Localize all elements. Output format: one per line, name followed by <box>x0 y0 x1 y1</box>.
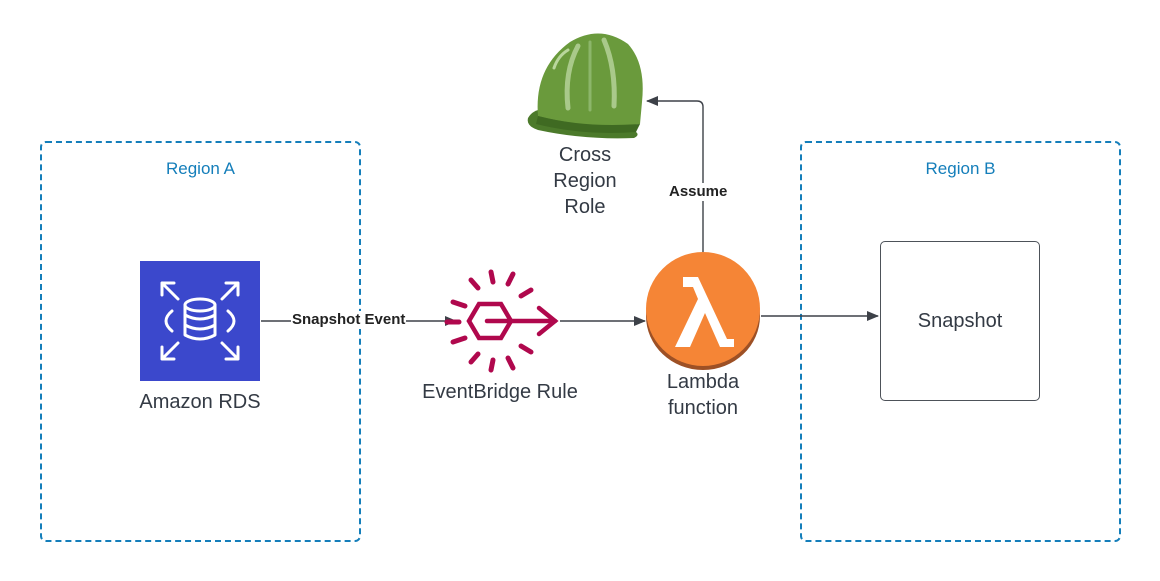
lambda-icon <box>646 252 760 370</box>
eventbridge-rule-icon <box>444 269 559 373</box>
role-label: Cross Region Role <box>553 144 617 218</box>
eventbridge-label: EventBridge Rule <box>422 381 578 403</box>
hard-hat-icon <box>527 33 643 139</box>
rds-database-icon <box>140 261 260 381</box>
snapshot-node: Snapshot <box>880 241 1040 401</box>
lambda-label: Lambda function <box>666 371 740 419</box>
rds-label: Amazon RDS <box>139 391 261 413</box>
region-b-title: Region B <box>925 159 996 178</box>
edge-label-snapshot-event: Snapshot Event <box>291 311 407 329</box>
region-b-container: Region B <box>800 141 1121 542</box>
snapshot-label: Snapshot <box>917 309 1003 332</box>
edge-lambda-to-role <box>646 96 704 252</box>
region-a-title: Region A <box>166 159 235 178</box>
region-a-container: Region A <box>40 141 361 542</box>
edge-label-assume: Assume <box>668 183 729 201</box>
